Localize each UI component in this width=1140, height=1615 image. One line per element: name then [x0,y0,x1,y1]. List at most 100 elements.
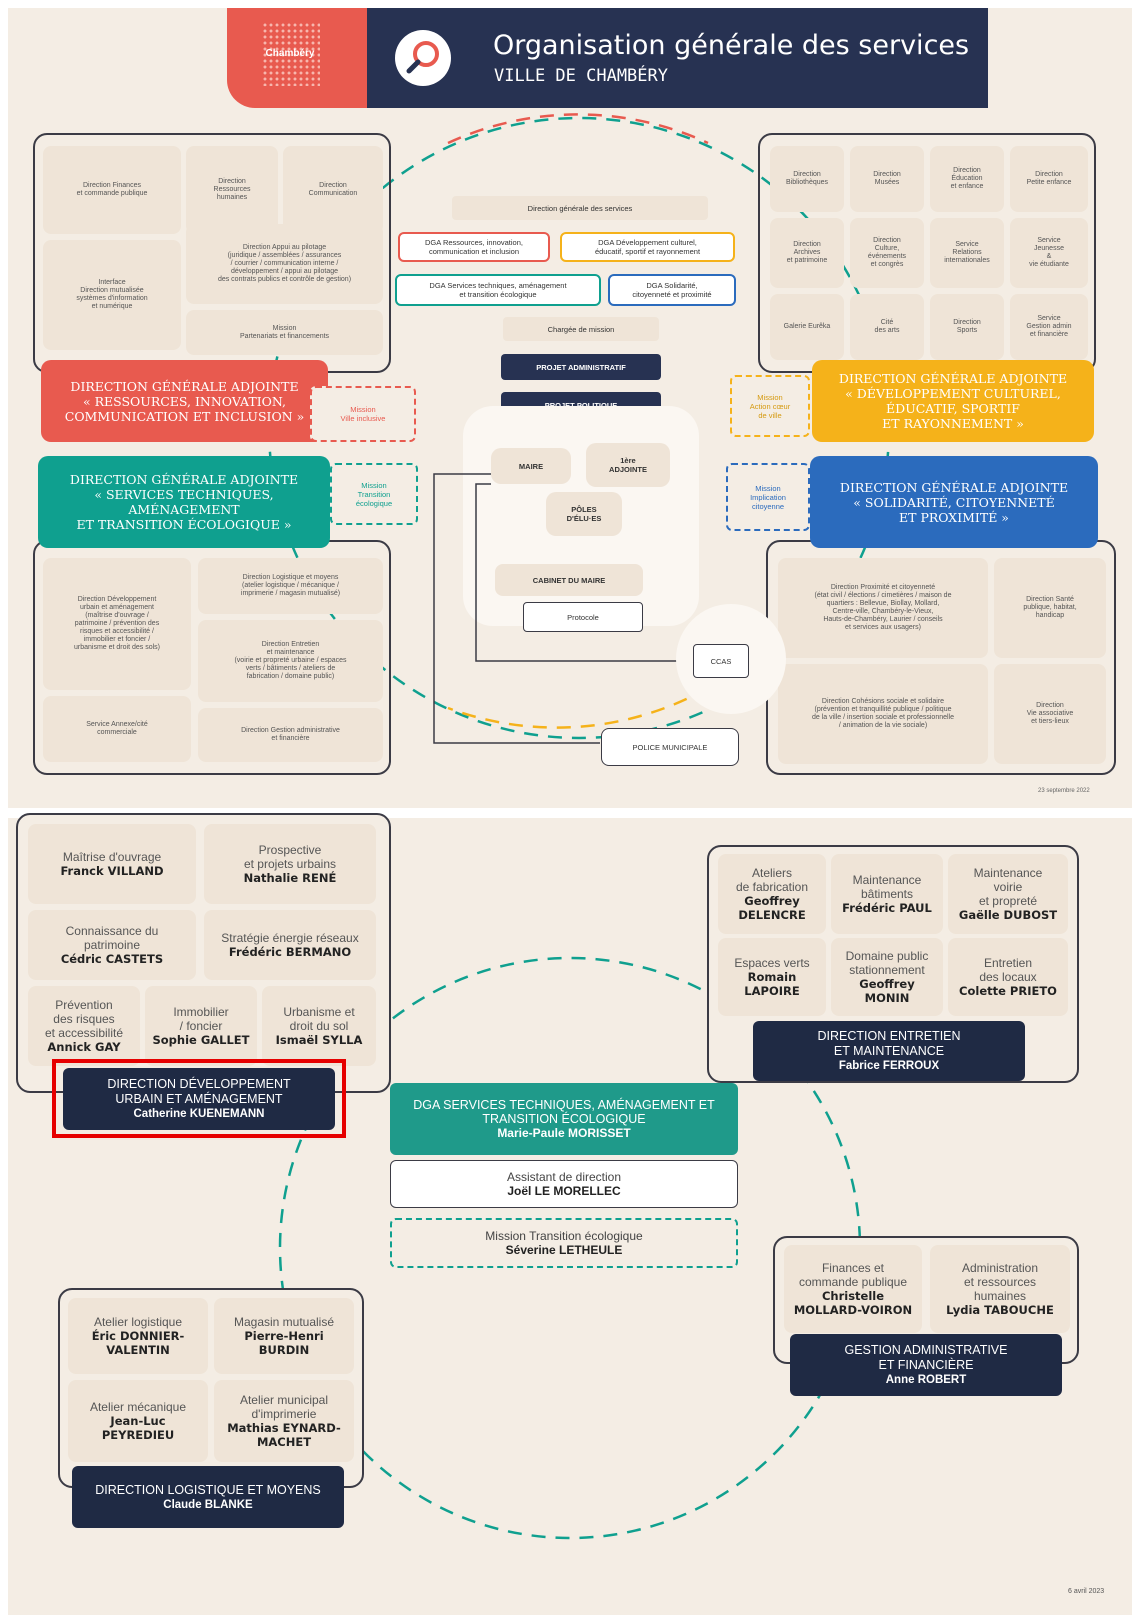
card-cohesion: Direction Cohésions sociale et solidaire… [778,664,988,764]
overview-panel: Chambéry Organisation générale des servi… [8,8,1132,808]
magnifier-icon [395,30,451,86]
assistant-title: Assistant de direction [506,1170,622,1184]
card-education: Direction Éducation et enfance [930,146,1004,212]
highlight-box [52,1059,346,1138]
card-annexe: Service Annexe/cité commerciale [43,696,191,762]
card-jeunesse: Service Jeunesse & vie étudiante [1010,218,1088,288]
cabinet-maire-box: CABINET DU MAIRE [495,564,643,596]
date-top: 23 septembre 2022 [1038,788,1090,794]
chargee-mission-box: Chargée de mission [503,317,659,341]
dlm-title-box[interactable]: DIRECTION LOGISTIQUE ET MOYENS Claude BL… [72,1466,344,1528]
logo-text: Chambéry [265,48,315,59]
assistant-name: Joël LE MORELLEC [507,1184,621,1198]
dga-tag-culture: DGA Développement culturel, éducatif, sp… [560,232,735,262]
header-title-block: Organisation générale des services VILLE… [367,8,988,108]
card-culture: Direction Culture, événements et congrès [850,218,924,288]
card-proximite: Direction Proximité et citoyenneté (état… [778,558,988,658]
dga-solidarite-box: DIRECTION GÉNÉRALE ADJOINTE « SOLIDARITÉ… [810,456,1098,548]
dga-technique-box: DIRECTION GÉNÉRALE ADJOINTE « SERVICES T… [38,456,330,548]
header-logo-block: Chambéry [227,8,367,108]
card-direction-finances: Direction Finances et commande publique [43,146,181,234]
card-sante: Direction Santé publique, habitat, handi… [994,558,1106,658]
dur-head: Catherine KUENEMANN [133,1108,265,1120]
dga-detail-head: Marie-Paule MORISSET [497,1125,631,1140]
dga-ressources-box: DIRECTION GÉNÉRALE ADJOINTE « RESSOURCES… [41,360,328,442]
card-vie-associative: Direction Vie associative et tiers-lieux [994,664,1106,764]
card-gestion-admin: Service Gestion admin et financière [1010,294,1088,360]
mission-action-coeur-ville: Mission Action cœur de ville [730,375,810,437]
page-title: Organisation générale des services [493,30,970,61]
poles-elus-box: PÔLES D'ÉLU·ES [546,492,622,536]
police-municipale-box: POLICE MUNICIPALE [601,728,739,766]
card-galerie-eureka: Galerie Eurêka [770,294,844,360]
card-dev-urbain: Direction Développement urbain et aménag… [43,558,191,690]
dur-title: DIRECTION DÉVELOPPEMENT URBAIN ET AMÉNAG… [107,1077,291,1106]
card-relations-internationales: Service Relations internationales [930,218,1004,288]
card-musees: Direction Musées [850,146,924,212]
adjointe-box: 1ère ADJOINTE [586,443,670,487]
assistant-box[interactable]: Assistant de direction Joël LE MORELLEC [390,1160,738,1208]
card-cite-des-arts: Cité des arts [850,294,924,360]
card-direction-rh: Direction Ressources humaines [186,146,278,234]
mission-transition-title: Mission Transition écologique [485,1229,643,1243]
card-bibliotheques: Direction Bibliothèques [770,146,844,212]
card-entretien: Direction Entretien et maintenance (voir… [198,620,383,702]
dgs-box: Direction générale des services [452,196,708,220]
dga-tag-ressources: DGA Ressources, innovation, communicatio… [398,232,550,262]
card-gestion-admin-fin: Direction Gestion administrative et fina… [198,708,383,762]
maire-box: MAIRE [491,448,571,484]
card-direction-appui-pilotage: Direction Appui au pilotage (juridique /… [186,224,383,304]
dem-title-box[interactable]: DIRECTION ENTRETIEN ET MAINTENANCE Fabri… [753,1021,1025,1081]
projet-administratif-box: PROJET ADMINISTRATIF [501,354,661,380]
card-archives: Direction Archives et patrimoine [770,218,844,288]
dur-title-box[interactable]: DIRECTION DÉVELOPPEMENT URBAIN ET AMÉNAG… [63,1068,335,1130]
dem-title: DIRECTION ENTRETIEN ET MAINTENANCE [817,1029,961,1058]
ccas-box: CCAS [693,644,749,678]
card-logistique: Direction Logistique et moyens (atelier … [198,558,383,614]
date-bottom: 6 avril 2023 [1068,1588,1105,1595]
page-subtitle: VILLE DE CHAMBÉRY [494,66,668,86]
dga-tag-technique: DGA Services techniques, aménagement et … [395,274,601,306]
dem-head: Fabrice FERROUX [838,1060,940,1072]
gaf-title: GESTION ADMINISTRATIVE ET FINANCIÈRE [844,1343,1008,1372]
dga-detail-title: DGA SERVICES TECHNIQUES, AMÉNAGEMENT ET … [413,1097,715,1126]
gaf-title-box[interactable]: GESTION ADMINISTRATIVE ET FINANCIÈRE Ann… [790,1334,1062,1396]
card-direction-communication: Direction Communication [283,146,383,234]
card-interface-dsi: Interface Direction mutualisée systèmes … [43,240,181,350]
card-mission-partenariats: Mission Partenariats et financements [186,310,383,355]
logo [262,22,320,86]
card-petite-enfance: Direction Petite enfance [1010,146,1088,212]
mission-implication-citoyenne: Mission Implication citoyenne [726,463,810,531]
mission-transition-name: Séverine LETHEULE [505,1243,623,1257]
connector-lines [433,473,691,744]
mission-transition-ecologique: Mission Transition écologique [330,463,418,525]
dlm-title: DIRECTION LOGISTIQUE ET MOYENS [95,1482,321,1497]
dlm-head: Claude BLANKE [163,1498,253,1511]
dga-detail-box[interactable]: DGA SERVICES TECHNIQUES, AMÉNAGEMENT ET … [390,1083,738,1155]
dga-culture-box: DIRECTION GÉNÉRALE ADJOINTE « DÉVELOPPEM… [812,360,1094,442]
card-sports: Direction Sports [930,294,1004,360]
mission-ville-inclusive: Mission Ville inclusive [310,386,416,442]
protocole-box: Protocole [523,602,643,632]
mission-transition-box[interactable]: Mission Transition écologique Séverine L… [390,1218,738,1268]
